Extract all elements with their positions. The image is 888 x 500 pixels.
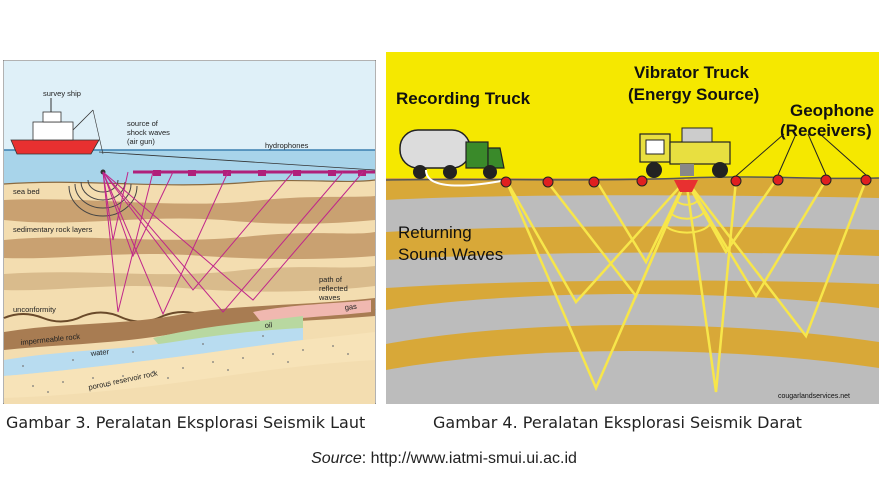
caption-land: Gambar 4. Peralatan Eksplorasi Seismik D… <box>433 413 802 432</box>
label-path-3: waves <box>318 293 341 302</box>
marine-seismic-diagram: survey ship source of shock waves (air g… <box>3 60 376 404</box>
label-returning-1: Returning <box>398 223 472 242</box>
label-geophone-1: Geophone <box>790 101 874 120</box>
label-credit: cougarlandservices.net <box>778 393 850 400</box>
grey-layer-4 <box>386 350 879 404</box>
label-source-1: source of <box>127 119 159 128</box>
label-source-2: shock waves <box>127 128 170 137</box>
porous-reservoir-rock <box>4 332 375 398</box>
grey-layer-2 <box>386 252 879 288</box>
water-zone <box>4 328 303 376</box>
source-credit: Source: http://www.iatmi-smui.ui.ac.id <box>0 450 888 468</box>
land-seismic-diagram: Recording Truck Vibrator Truck (Energy S… <box>386 52 879 404</box>
label-recording-truck: Recording Truck <box>396 89 531 108</box>
vibrator-truck <box>639 127 731 178</box>
label-path-2: reflected <box>319 284 348 293</box>
rock-layer-1 <box>4 196 375 224</box>
recording-truck <box>399 129 505 179</box>
label-oil: oil <box>264 320 273 330</box>
grey-layer-1 <box>386 195 879 232</box>
caption-marine: Gambar 3. Peralatan Eksplorasi Seismik L… <box>6 413 366 432</box>
gas-zone <box>253 300 371 322</box>
survey-ship <box>10 98 104 155</box>
vibrator-pad <box>674 180 698 192</box>
label-gas: gas <box>344 302 357 312</box>
geophone-pointers <box>735 133 867 177</box>
label-hydrophones: hydrophones <box>265 141 309 150</box>
source-label: Source <box>311 450 362 467</box>
label-vibrator-2: (Energy Source) <box>628 85 759 104</box>
label-path-1: path of <box>319 275 343 284</box>
label-sedimentary: sedimentary rock layers <box>13 225 92 234</box>
sound-wave-rays <box>504 179 868 393</box>
label-geophone-2: (Receivers) <box>780 121 872 140</box>
grey-layer-3 <box>386 293 879 344</box>
label-sea-bed: sea bed <box>13 187 40 196</box>
rock-layer-3 <box>4 266 375 292</box>
label-source-3: (air gun) <box>127 137 155 146</box>
reflected-ray-paths <box>102 171 364 316</box>
label-water: water <box>89 347 110 358</box>
label-vibrator-1: Vibrator Truck <box>634 63 749 82</box>
label-survey-ship: survey ship <box>43 89 81 98</box>
source-wave-arcs <box>663 199 711 234</box>
label-returning-2: Sound Waves <box>398 245 503 264</box>
source-url[interactable]: : http://www.iatmi-smui.ui.ac.id <box>361 450 577 467</box>
label-unconformity: unconformity <box>13 305 56 314</box>
